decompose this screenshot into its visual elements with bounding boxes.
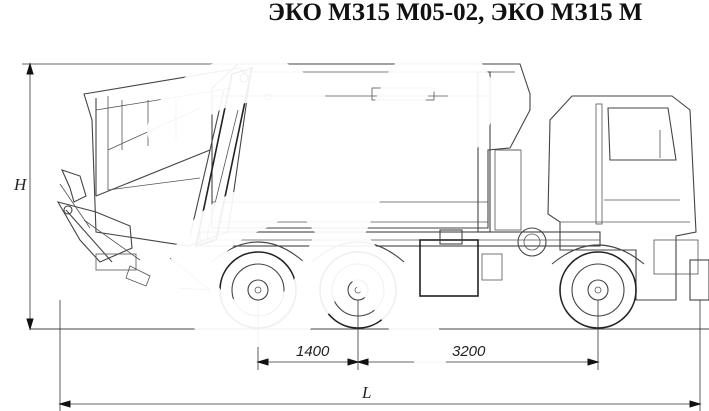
watermark [147, 44, 494, 370]
length-label: L [361, 383, 371, 402]
height-dimension: H [13, 62, 245, 331]
truck-cab [547, 95, 709, 301]
wheelbase-3200: 3200 [452, 343, 486, 360]
axle-spacing-1400: 1400 [296, 343, 330, 360]
drawing-title: ЭКО МЗ15 М05-02, ЭКО МЗ15 М [268, 0, 642, 26]
height-label: H [13, 175, 28, 194]
length-dimension: L [58, 300, 702, 411]
axle-dimensions: 1400 3200 [256, 300, 600, 370]
